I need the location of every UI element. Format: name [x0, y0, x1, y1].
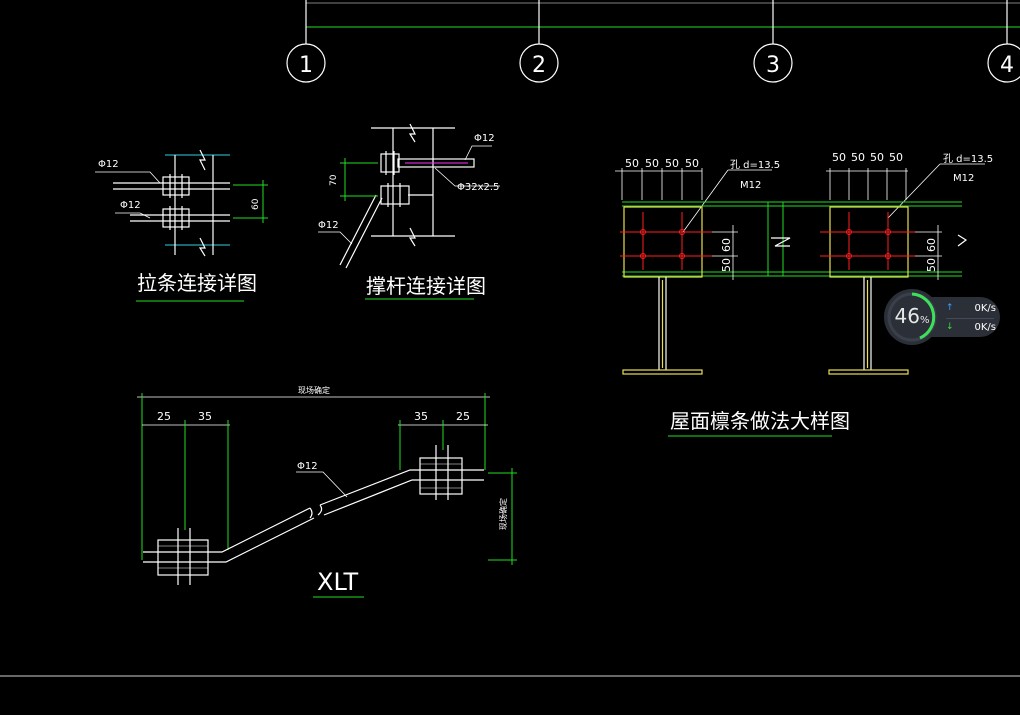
network-speed-widget[interactable]: 46% ↑ 0K/s ↓ 0K/s: [884, 289, 1002, 347]
usage-ring-icon: [887, 292, 937, 342]
tie-label-bottom: Φ12: [120, 200, 141, 211]
usage-percent: 46%: [894, 304, 930, 328]
purlin-dim-tl-2: 50: [665, 157, 679, 170]
detail-purlin: 50 50 50 50 50 50 50 50 孔 d=13.5 M12 孔 d…: [615, 151, 993, 437]
strut-label-rod: Φ12: [474, 133, 495, 144]
purlin-title: 屋面檩条做法大样图: [670, 409, 850, 433]
xlt-overall-dim: 现场确定: [298, 385, 330, 395]
axis-bubble-2: [519, 43, 559, 83]
xlt-dim-left-1: 35: [198, 410, 212, 423]
detail-tie-connection: Φ12 Φ12 60 拉条连接详图: [95, 149, 268, 302]
purlin-dim-tr-3: 50: [889, 151, 903, 164]
purlin-side-left-0: 50: [720, 258, 733, 272]
axis-label-4: 4: [1000, 53, 1014, 78]
detail-strut-connection: Φ12 Φ32x2.5 Φ12 70 撑杆连接详图: [318, 123, 500, 300]
xlt-dim-right-1: 25: [456, 410, 470, 423]
strut-dim: 70: [329, 174, 339, 186]
xlt-title: XLT: [317, 568, 359, 596]
axis-label-1: 1: [299, 53, 313, 78]
purlin-dim-tl-1: 50: [645, 157, 659, 170]
purlin-side-left-1: 60: [720, 238, 733, 252]
xlt-dim-right-0: 35: [414, 410, 428, 423]
axis-label-3: 3: [766, 53, 780, 78]
tie-label-top: Φ12: [98, 159, 119, 170]
purlin-dim-tr-1: 50: [851, 151, 865, 164]
axis-label-2: 2: [532, 53, 546, 78]
axis-bubble-1: [286, 43, 326, 83]
tie-dim: 60: [251, 198, 261, 210]
purlin-side-right-1: 60: [925, 238, 938, 252]
axis-grid: 1 2 3 4: [286, 0, 1020, 83]
memory-usage-circle[interactable]: [884, 289, 940, 345]
purlin-bolt-right: M12: [953, 173, 974, 184]
purlin-bolt-left: M12: [740, 180, 761, 191]
download-arrow-icon: ↓: [946, 322, 954, 332]
purlin-dim-tr-2: 50: [870, 151, 884, 164]
detail-xlt: 现场确定 25 35 35 25 Φ12: [137, 385, 517, 598]
strut-label-tube: Φ32x2.5: [457, 182, 499, 193]
xlt-vertical-dim: 现场确定: [498, 498, 508, 530]
axis-bubble-4: [987, 43, 1020, 83]
axis-bubble-3: [753, 43, 793, 83]
xlt-rod-label: Φ12: [297, 461, 318, 472]
strut-label-diag: Φ12: [318, 220, 339, 231]
purlin-dim-tr-0: 50: [832, 151, 846, 164]
strut-title: 撑杆连接详图: [366, 274, 486, 298]
speed-divider: [946, 318, 994, 319]
upload-arrow-icon: ↑: [946, 303, 954, 313]
tie-title: 拉条连接详图: [137, 271, 257, 295]
purlin-hole-left: 孔 d=13.5: [730, 159, 780, 171]
xlt-dim-left-0: 25: [157, 410, 171, 423]
purlin-dim-tl-3: 50: [685, 157, 699, 170]
purlin-dim-tl-0: 50: [625, 157, 639, 170]
purlin-hole-right: 孔 d=13.5: [943, 153, 993, 165]
purlin-side-right-0: 50: [925, 258, 938, 272]
